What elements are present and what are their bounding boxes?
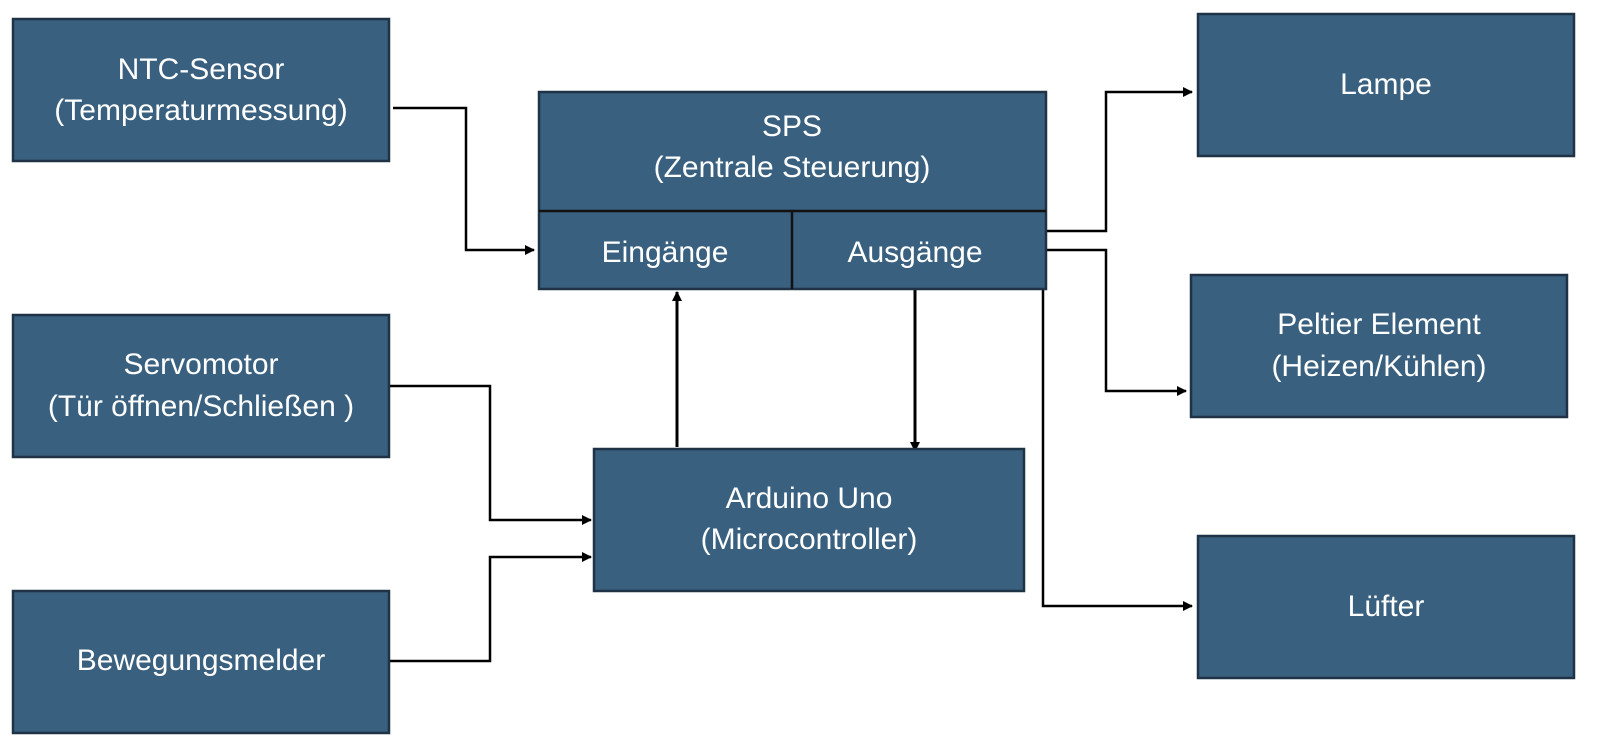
edge-motion-to-arduino [390, 552, 592, 663]
node-lamp: Lampe [1196, 12, 1576, 158]
arduino-subtitle: (Microcontroller) [701, 523, 918, 556]
edge-servo-to-arduino [390, 384, 592, 525]
servomotor-subtitle: (Tür öffnen/Schließen ) [48, 390, 354, 423]
peltier-subtitle: (Heizen/Kühlen) [1271, 350, 1486, 383]
motion-detector-title: Bewegungsmelder [77, 644, 325, 677]
peltier-title: Peltier Element [1277, 308, 1481, 341]
servomotor-title: Servomotor [123, 348, 278, 381]
fan-title: Lüfter [1348, 590, 1425, 623]
ntc-sensor-subtitle: (Temperaturmessung) [54, 94, 347, 127]
edge-outputs-to-fan [1041, 275, 1193, 611]
lamp-title: Lampe [1340, 68, 1432, 101]
ntc-sensor-title: NTC-Sensor [118, 53, 285, 86]
sps-title: SPS [762, 110, 822, 143]
node-fan: Lüfter [1196, 534, 1576, 680]
node-servomotor: Servomotor (Tür öffnen/Schließen ) [11, 313, 391, 459]
node-arduino-uno: Arduino Uno (Microcontroller) [592, 447, 1026, 593]
sps-outputs-label: Ausgänge [847, 236, 982, 269]
node-ntc-sensor: NTC-Sensor (Temperaturmessung) [11, 17, 391, 163]
sps-subtitle: (Zentrale Steuerung) [654, 151, 931, 184]
sps-inputs-label: Eingänge [602, 236, 729, 269]
edge-outputs-to-lamp [1045, 87, 1193, 233]
edge-ntc-to-inputs [393, 106, 535, 255]
node-sps: SPS (Zentrale Steuerung) Eingänge Ausgän… [537, 90, 1048, 291]
arduino-title: Arduino Uno [726, 482, 893, 515]
edge-outputs-to-peltier [1045, 248, 1187, 396]
node-peltier-element: Peltier Element (Heizen/Kühlen) [1189, 273, 1569, 419]
node-motion-detector: Bewegungsmelder [11, 589, 391, 735]
